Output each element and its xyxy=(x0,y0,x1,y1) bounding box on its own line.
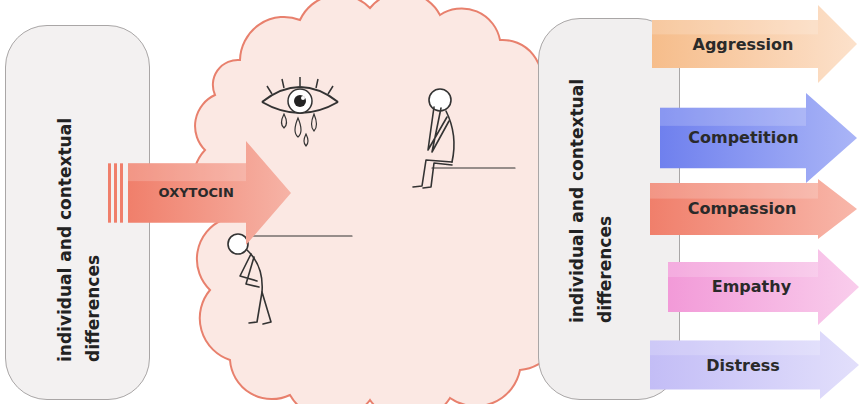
person-legs xyxy=(413,160,452,188)
arrow-highlight xyxy=(650,341,820,356)
arrow-highlight xyxy=(668,262,818,277)
node-label: individual and contextual differences xyxy=(563,23,619,323)
person-body xyxy=(446,111,454,162)
tear-drop xyxy=(295,118,301,137)
person-arms xyxy=(428,107,449,152)
eyelash-lines xyxy=(267,77,333,94)
arrow-stripe xyxy=(114,163,117,222)
eye-highlight xyxy=(301,96,305,100)
sitting-person-drawing xyxy=(413,89,515,188)
arrow-highlight xyxy=(660,108,806,126)
arrow-shape: Aggression xyxy=(652,4,858,84)
tear-drop xyxy=(304,134,308,146)
arrow-stripe xyxy=(120,163,123,222)
pupil-circle xyxy=(294,95,306,107)
node-label: individual and contextual differences xyxy=(51,32,107,362)
arrow-body xyxy=(650,331,859,399)
arrow-label: Compassion xyxy=(650,183,834,235)
leader-line xyxy=(250,235,352,236)
person-head xyxy=(228,234,248,254)
arrow-label: Distress xyxy=(650,341,836,390)
arrow-label: OXYTOCIN xyxy=(128,163,264,222)
arrow-shape: Compassion xyxy=(650,178,858,240)
tear-drop xyxy=(282,114,287,128)
crying-eye-drawing xyxy=(262,77,338,146)
tear-drop xyxy=(312,114,317,131)
bending-person-drawing xyxy=(228,234,352,324)
arrow-body xyxy=(652,5,857,83)
arrow-body xyxy=(650,179,857,239)
arrow-shape: Empathy xyxy=(668,248,860,326)
arrow-highlight xyxy=(128,163,246,181)
ledge-line xyxy=(432,167,515,168)
arrow-highlight xyxy=(652,20,818,34)
arrow-label: Competition xyxy=(660,108,827,169)
arrow-stripe xyxy=(108,163,111,222)
arrow-body xyxy=(668,249,859,325)
arrow-shape: Competition xyxy=(660,92,858,184)
iris-circle xyxy=(288,89,312,113)
arrow-label: Empathy xyxy=(668,262,835,312)
arrow-highlight xyxy=(650,183,818,199)
arrow-shape: OXYTOCIN xyxy=(108,140,292,246)
person-arms xyxy=(240,254,259,287)
arrow-label: Aggression xyxy=(652,20,834,68)
arrow-body xyxy=(128,141,291,245)
arrow-body xyxy=(660,93,857,183)
arrow-shape: Distress xyxy=(650,330,860,400)
person-head xyxy=(429,89,451,111)
person-legs xyxy=(249,292,271,324)
